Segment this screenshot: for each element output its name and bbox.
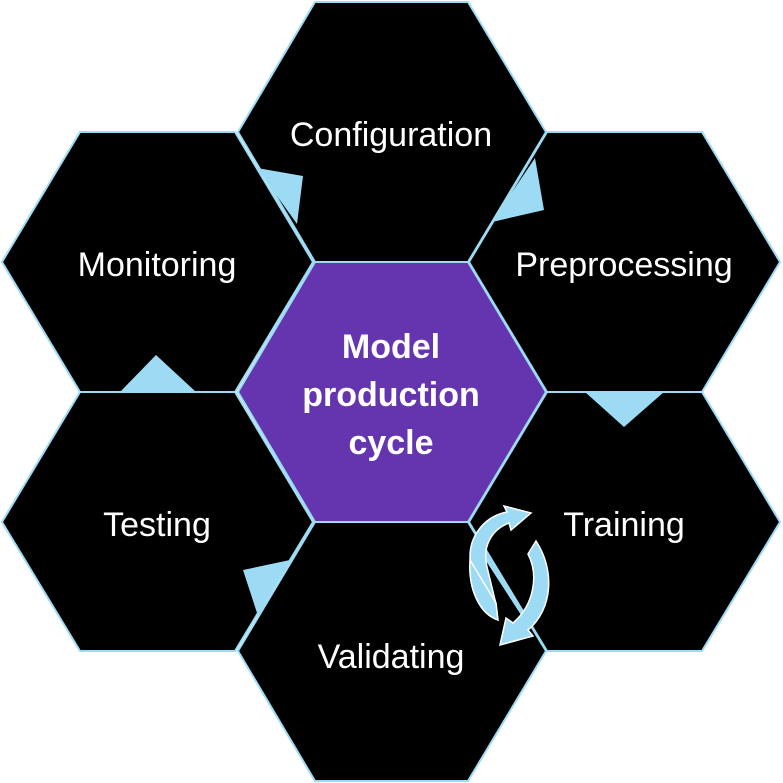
label-monitoring: Monitoring: [78, 246, 237, 284]
arrow-configuration-to-preprocessing: [492, 158, 544, 222]
loop-arrow-tail: [469, 557, 499, 622]
arrow-monitoring-to-configuration: [257, 168, 303, 224]
center-label-line-1: Model: [342, 328, 440, 366]
loop-arrow-up: [469, 504, 533, 605]
loop-divider-line: [478, 546, 530, 624]
center-label-line-2: production: [302, 376, 480, 414]
hex-center: Model production cycle: [236, 261, 548, 523]
label-training: Training: [563, 506, 685, 544]
loop-arrow-down: [498, 539, 550, 647]
hex-center-shape: [236, 261, 548, 523]
training-validating-loop-icon: [469, 504, 550, 647]
hex-testing: Testing: [0, 391, 315, 652]
label-validating: Validating: [318, 638, 465, 676]
arrow-testing-to-monitoring: [120, 355, 196, 392]
label-testing: Testing: [103, 506, 211, 544]
label-preprocessing: Preprocessing: [515, 246, 732, 284]
arrow-preprocessing-to-training: [585, 392, 664, 427]
label-configuration: Configuration: [290, 116, 492, 154]
hex-configuration: Configuration: [236, 0, 548, 263]
hex-testing-shape: [0, 391, 315, 652]
center-label-line-3: cycle: [348, 424, 433, 462]
arrow-validating-to-testing: [243, 560, 290, 616]
hex-monitoring: Monitoring: [0, 131, 315, 393]
